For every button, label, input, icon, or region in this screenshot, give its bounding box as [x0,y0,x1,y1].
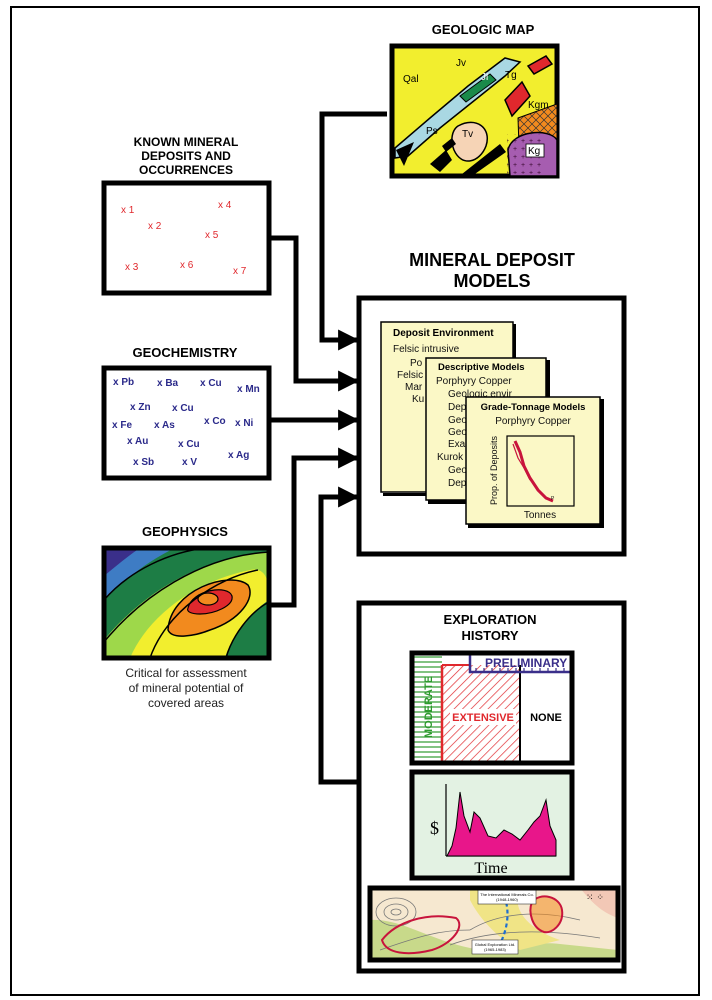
exploration-title: EXPLORATION HISTORY [444,612,537,643]
geochem-au: x Au [127,436,148,447]
geologic-map: Qal Jv Jl Tg Kgm Ps Tv Kg [389,43,560,179]
grade-tonnage-card: Grade-Tonnage Models Porphyry Copper Pro… [465,396,604,528]
grade-tonnage-ylabel: Prop. of Deposits [489,435,499,505]
geologic-map-title: GEOLOGIC MAP [432,22,535,37]
geochem-mn: x Mn [237,384,260,395]
svg-text:OCCURRENCES: OCCURRENCES [139,163,233,177]
claim-label-company-2: Global Exploration Ltd. [475,942,515,947]
svg-text:Geo: Geo [448,465,467,476]
svg-text:Felsic: Felsic [397,370,423,381]
map-unit-tg: Tg [505,70,517,81]
geochem-fe: x Fe [112,420,132,431]
geophysics-title: GEOPHYSICS [142,524,228,539]
geophysics-panel [101,545,272,661]
spending-xlabel: Time [474,860,507,877]
claim-label-dates-2: (1965-1983) [484,947,506,952]
svg-text:⁙ ⁘: ⁙ ⁘ [586,893,604,903]
geochem-ni: x Ni [235,418,254,429]
claim-label-company-1: The International Minerals Co. [480,892,534,897]
level-preliminary: PRELIMINARY [485,656,567,670]
svg-text:Critical for assessment: Critical for assessment [125,666,247,680]
svg-text:Ku: Ku [412,394,424,405]
svg-text:EXPLORATION: EXPLORATION [444,612,537,627]
svg-text:KNOWN MINERAL: KNOWN MINERAL [134,135,239,149]
level-none: NONE [530,712,562,724]
svg-text:Dep: Dep [448,402,467,413]
svg-text:of mineral potential of: of mineral potential of [129,681,244,695]
exploration-spending-chart: $ Time [409,769,575,881]
level-moderate: MODERATE [423,676,435,738]
geochem-pb: x Pb [113,377,134,388]
deposit-4: x 4 [218,200,232,211]
deposit-2: x 2 [148,221,162,232]
geochemistry-title: GEOCHEMISTRY [133,345,238,360]
map-unit-ps: Ps [426,126,438,137]
svg-text:HISTORY: HISTORY [461,628,518,643]
known-deposits-title: KNOWN MINERAL DEPOSITS AND OCCURRENCES [134,135,239,177]
arrow-known-deposits [270,235,360,392]
known-deposits-panel [101,180,272,296]
deposit-6: x 6 [180,260,194,271]
map-unit-jl: Jl [481,72,488,83]
svg-text:Geo: Geo [448,415,467,426]
svg-text:Dep: Dep [448,478,467,489]
exploration-claims-map: ⁙ ⁘ The International Minerals Co. (1948… [367,885,621,963]
svg-text:P: P [551,496,555,502]
svg-text:Exa: Exa [448,439,466,450]
svg-text:Descriptive Models: Descriptive Models [438,362,525,373]
deposit-3: x 3 [125,262,139,273]
map-unit-qal: Qal [403,74,419,85]
svg-text:MODELS: MODELS [453,271,530,291]
svg-text:Grade-Tonnage Models: Grade-Tonnage Models [481,402,586,413]
svg-text:Porphyry Copper: Porphyry Copper [495,416,571,427]
geochem-cu-3: x Cu [178,439,200,450]
arrow-geologic-map [319,111,387,351]
svg-text:Deposit Environment: Deposit Environment [393,328,494,339]
svg-text:Geo: Geo [448,427,467,438]
deposit-marks: x 1 x 2 x 3 x 4 x 5 x 6 x 7 [121,200,247,277]
map-unit-kg: Kg [528,146,540,157]
geochem-v: x V [182,457,197,468]
arrow-exploration [318,486,360,785]
geochem-ba: x Ba [157,378,179,389]
svg-text:DEPOSITS AND: DEPOSITS AND [141,149,231,163]
svg-text:Mar: Mar [405,382,423,393]
geochem-ag: x Ag [228,450,249,461]
map-unit-jv: Jv [456,58,466,69]
geochem-co: x Co [204,416,226,427]
claim-label-dates-1: (1948-1960) [496,897,518,902]
svg-text:Geologic envir: Geologic envir [448,389,513,400]
svg-text:Felsic intrusive: Felsic intrusive [393,344,460,355]
arrow-geophysics [270,447,360,608]
deposit-7: x 7 [233,266,247,277]
models-title: MINERAL DEPOSIT MODELS [409,250,575,291]
geochem-cu-1: x Cu [200,378,222,389]
figure-frame [10,6,700,996]
geochem-elements: x Pb x Ba x Cu x Mn x Zn x Cu x Fe x As … [112,377,260,468]
svg-text:Porphyry Copper: Porphyry Copper [436,376,512,387]
connectors [270,111,387,785]
svg-text:Po: Po [410,358,423,369]
geophysics-caption: Critical for assessment of mineral poten… [125,666,247,710]
level-extensive: EXTENSIVE [452,712,514,724]
grade-tonnage-xlabel: Tonnes [524,510,556,521]
geochem-sb: x Sb [133,457,154,468]
svg-text:MINERAL DEPOSIT: MINERAL DEPOSIT [409,250,575,270]
deposit-1: x 1 [121,205,135,216]
spending-ylabel: $ [430,818,439,838]
svg-text:Kurok: Kurok [437,452,464,463]
exploration-level-diagram: PRELIMINARY MODERATE EXTENSIVE NONE [409,650,575,766]
geochem-zn: x Zn [130,402,151,413]
deposit-5: x 5 [205,230,219,241]
geochem-cu-2: x Cu [172,403,194,414]
map-unit-tv: Tv [462,129,473,140]
map-unit-kgm: Kgm [528,100,549,111]
geochemistry-panel [101,365,272,481]
svg-text:covered areas: covered areas [148,696,224,710]
geochem-as: x As [154,420,175,431]
